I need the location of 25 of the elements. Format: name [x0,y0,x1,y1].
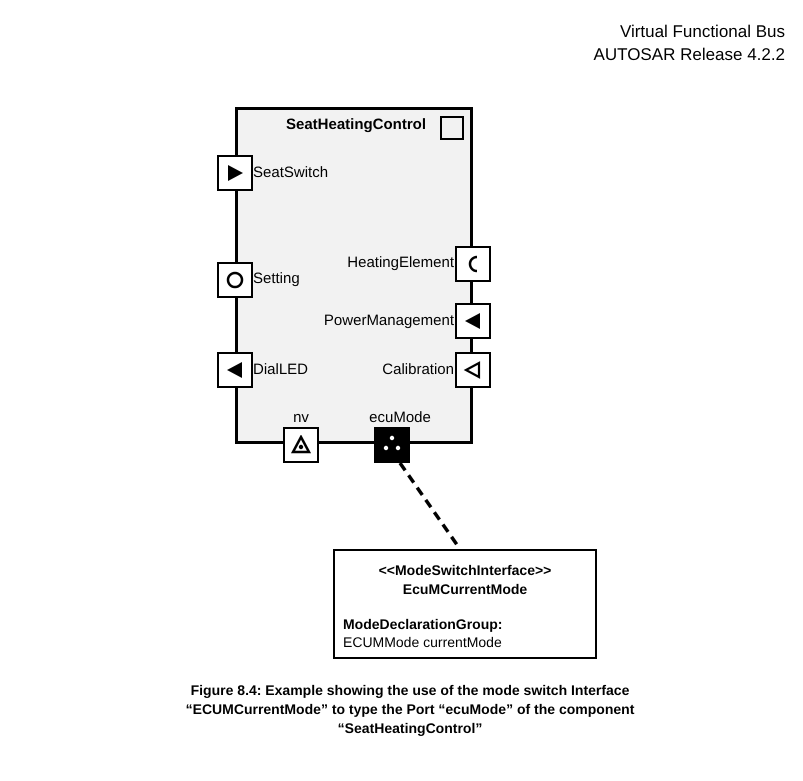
group-heading: ModeDeclarationGroup: [343,615,504,633]
port-label: Setting [253,270,300,287]
header-text: Virtual Functional Bus [620,22,785,42]
port-box [217,352,253,388]
port-label: Calibration [382,361,454,378]
port-box [455,352,491,388]
port-box [455,246,491,282]
component-box [235,107,473,444]
port-box [455,303,491,339]
port-label: SeatSwitch [253,164,328,181]
interface-box [333,549,597,659]
port-label: ecuMode [369,409,431,426]
group-value: ECUMMode currentMode [343,633,503,651]
port-label: nv [293,409,309,426]
port-label: PowerManagement [324,312,454,329]
figure-caption: Figure 8.4: Example showing the use of the mode switch Interface “ECUMCurrentMode” to type the Port “ecuMode” of the component “SeatHeatingControl” [184,681,636,738]
port-box [217,262,253,298]
interface-heading: <<ModeSwitchInterface>> EcuMCurrentMode [378,561,552,599]
port-label: DialLED [253,361,308,378]
component-name: SeatHeatingControl [286,116,426,133]
header-text: AUTOSAR Release 4.2.2 [594,45,785,65]
port-label: HeatingElement [347,254,454,271]
port-box [374,427,410,463]
port-box [283,427,319,463]
port-box [217,155,253,191]
